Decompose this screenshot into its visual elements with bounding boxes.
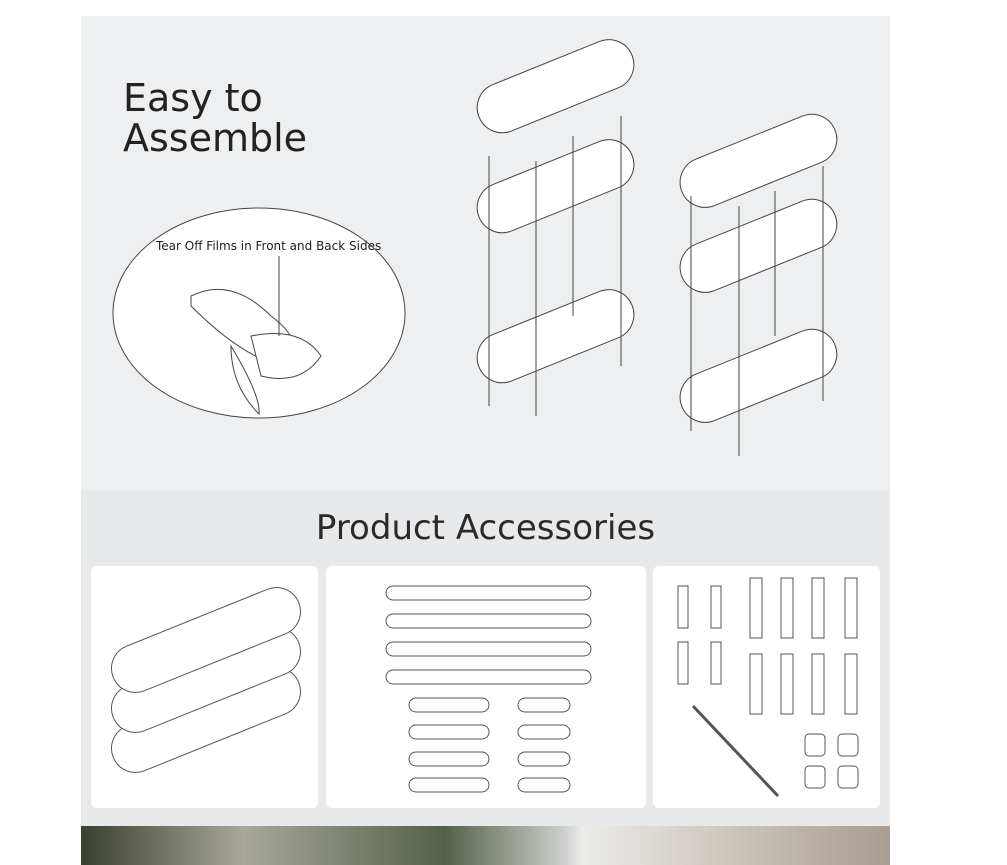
shelf-exploded	[476, 39, 635, 416]
foot-cap-icons	[804, 733, 859, 789]
next-image-lifestyle-photo	[81, 826, 890, 865]
title-line-2: Assemble	[123, 116, 308, 160]
card-support-poles	[326, 566, 646, 808]
previous-image-strip	[81, 0, 890, 16]
screw-icons	[677, 585, 722, 685]
accessories-section: Product Accessories	[81, 490, 890, 826]
film-note: Tear Off Films in Front and Back Sides	[156, 239, 382, 253]
assemble-title: Easy to Assemble	[123, 78, 307, 158]
assembly-diagram	[112, 39, 838, 456]
product-image-assembly: Easy to Assemble Tear Off Films in Front…	[81, 16, 890, 826]
accessories-title: Product Accessories	[315, 508, 656, 548]
card-shelf-boards	[91, 566, 318, 808]
screwdriver-icon	[691, 704, 780, 798]
shelf-assembled	[679, 113, 838, 456]
card-screws-and-tools	[653, 566, 880, 808]
title-line-1: Easy to	[123, 76, 263, 120]
bolt-icons	[749, 577, 858, 715]
